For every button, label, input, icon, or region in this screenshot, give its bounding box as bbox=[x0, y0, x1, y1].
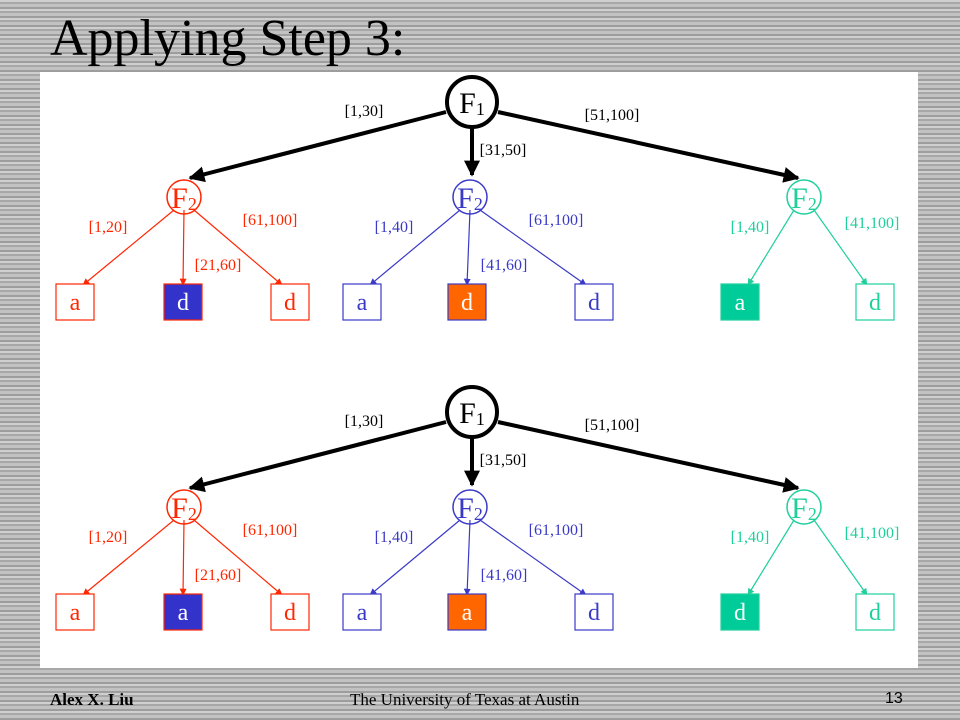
child-node-label: F2 bbox=[791, 492, 817, 525]
child-node-label: F2 bbox=[791, 182, 817, 215]
leaf-label: a bbox=[357, 290, 368, 316]
edge-label-root-left: [1,30] bbox=[345, 413, 384, 430]
edge-root-left bbox=[188, 110, 447, 183]
edge-child-red-2 bbox=[193, 209, 283, 286]
edge-label-root-middle: [31,50] bbox=[480, 452, 527, 469]
leaf-box bbox=[55, 593, 95, 631]
edge-child-teal-1 bbox=[813, 519, 868, 596]
leaf-label: a bbox=[357, 600, 368, 626]
edge-child-blue-2 bbox=[479, 519, 587, 596]
leaf-label: a bbox=[70, 600, 81, 626]
edge-label-left: [1,20] bbox=[89, 219, 128, 236]
edge-label-root-left: [1,30] bbox=[345, 103, 384, 120]
footer-institution: The University of Texas at Austin bbox=[350, 690, 580, 709]
leaf-label: d bbox=[588, 290, 600, 316]
edge-child-red-1 bbox=[179, 209, 187, 286]
edge-label-left: [1,40] bbox=[375, 219, 414, 236]
edge-label-left: [1,20] bbox=[89, 529, 128, 546]
leaf-box bbox=[574, 283, 614, 321]
root-node-label: F1 bbox=[459, 87, 485, 120]
edge-label-middle: [41,60] bbox=[481, 567, 528, 584]
leaf-box bbox=[720, 593, 760, 631]
leaf-box bbox=[270, 593, 310, 631]
edge-label-left: [1,40] bbox=[731, 529, 770, 546]
leaf-label: a bbox=[462, 600, 473, 626]
root-node bbox=[445, 385, 499, 439]
edge-child-blue-1 bbox=[463, 209, 471, 286]
leaf-box bbox=[447, 283, 487, 321]
leaf-label: d bbox=[869, 600, 881, 626]
child-node-label: F2 bbox=[171, 182, 197, 215]
leaf-box bbox=[447, 593, 487, 631]
leaf-box bbox=[163, 283, 203, 321]
footer-page-number: 13 bbox=[885, 690, 903, 707]
root-node bbox=[445, 75, 499, 129]
leaf-label: a bbox=[70, 290, 81, 316]
leaf-label: d bbox=[284, 600, 296, 626]
leaf-label: a bbox=[735, 290, 746, 316]
edge-child-blue-0 bbox=[369, 519, 461, 596]
root-node-label: F1 bbox=[459, 397, 485, 430]
edge-label-left: [1,40] bbox=[731, 219, 770, 236]
leaf-box bbox=[574, 593, 614, 631]
leaf-label: d bbox=[177, 290, 189, 316]
leaf-label: d bbox=[734, 600, 746, 626]
child-node-label: F2 bbox=[457, 182, 483, 215]
edge-child-blue-1 bbox=[463, 519, 471, 596]
edge-root-left bbox=[188, 420, 447, 493]
leaf-box bbox=[720, 283, 760, 321]
edge-label-right: [61,100] bbox=[243, 212, 298, 229]
child-node-label: F2 bbox=[457, 492, 483, 525]
edge-child-teal-1 bbox=[813, 209, 868, 286]
edge-label-root-right: [51,100] bbox=[585, 417, 640, 434]
edge-child-teal-0 bbox=[747, 519, 795, 596]
footer-author: Alex X. Liu bbox=[50, 690, 134, 709]
leaf-box bbox=[270, 283, 310, 321]
leaf-box bbox=[342, 283, 382, 321]
edge-label-middle: [41,60] bbox=[481, 257, 528, 274]
edge-child-blue-0 bbox=[369, 209, 461, 286]
leaf-box bbox=[855, 283, 895, 321]
edge-label-right: [61,100] bbox=[529, 212, 584, 229]
edge-child-red-0 bbox=[82, 209, 175, 286]
edge-label-right: [41,100] bbox=[845, 215, 900, 232]
edge-child-red-2 bbox=[193, 519, 283, 596]
edge-child-red-1 bbox=[179, 519, 187, 596]
child-node-label: F2 bbox=[171, 492, 197, 525]
edge-label-root-middle: [31,50] bbox=[480, 142, 527, 159]
edge-label-right: [61,100] bbox=[529, 522, 584, 539]
leaf-box bbox=[55, 283, 95, 321]
edge-label-middle: [21,60] bbox=[195, 567, 242, 584]
leaf-label: d bbox=[284, 290, 296, 316]
leaf-box bbox=[163, 593, 203, 631]
edge-label-left: [1,40] bbox=[375, 529, 414, 546]
edge-label-root-right: [51,100] bbox=[585, 107, 640, 124]
edge-child-red-0 bbox=[82, 519, 175, 596]
edge-child-blue-2 bbox=[479, 209, 587, 286]
leaf-box bbox=[342, 593, 382, 631]
edge-label-right: [61,100] bbox=[243, 522, 298, 539]
child-node-teal bbox=[786, 179, 822, 215]
edge-label-middle: [21,60] bbox=[195, 257, 242, 274]
child-node-teal bbox=[786, 489, 822, 525]
edge-root-right bbox=[497, 420, 800, 493]
leaf-label: a bbox=[178, 600, 189, 626]
edge-child-teal-0 bbox=[747, 209, 795, 286]
slide-title: Applying Step 3: bbox=[50, 10, 406, 67]
leaf-label: d bbox=[869, 290, 881, 316]
edge-root-right bbox=[497, 110, 800, 183]
leaf-label: d bbox=[588, 600, 600, 626]
leaf-box bbox=[855, 593, 895, 631]
edge-label-right: [41,100] bbox=[845, 525, 900, 542]
leaf-label: d bbox=[461, 290, 473, 316]
